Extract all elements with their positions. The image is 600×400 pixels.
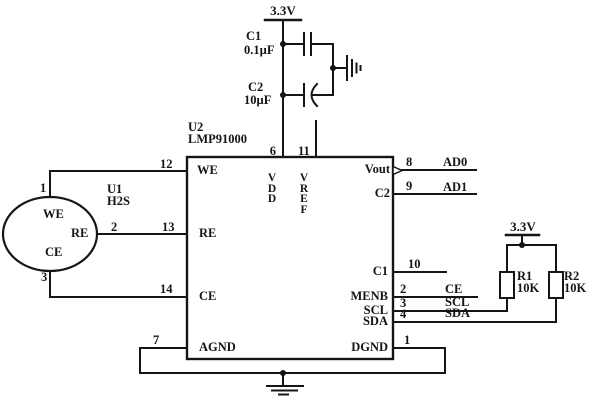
ic-part: LMP91000 [188, 132, 248, 146]
pin-label-scl: SCL [363, 303, 388, 317]
sensor-part: H2S [107, 194, 130, 208]
net-label-ce: CE [445, 282, 463, 296]
pin-num-8: 8 [406, 155, 413, 169]
pin-label-vdd: V D D [267, 172, 277, 205]
wire-agnd [139, 347, 188, 374]
net-label-ad1: AD1 [443, 180, 468, 194]
sensor-label-ce: CE [45, 245, 63, 259]
ic-body [185, 155, 395, 361]
sensor-label-re: RE [71, 226, 89, 240]
pin-num-2: 2 [400, 282, 407, 296]
sensor-ref: U1 [107, 182, 123, 196]
pin-num-3: 3 [400, 296, 407, 310]
pin-label-sda: SDA [362, 314, 388, 328]
sensor-pin-num-2: 2 [111, 220, 118, 234]
sensor-pin-num-3: 3 [41, 270, 48, 284]
resistor-r2-value: 10K [564, 281, 587, 295]
net-label-scl: SCL [445, 295, 470, 309]
pin-label-agnd: AGND [199, 340, 236, 354]
pin-num-7: 7 [153, 333, 160, 347]
pin-num-14: 14 [160, 282, 173, 296]
pin-label-vout: Vout [364, 162, 390, 176]
cap-c1-ref: C1 [246, 29, 262, 43]
cap-c2-ref: C2 [248, 80, 264, 94]
resistor-r2-body [548, 271, 564, 299]
wire-dgnd [392, 347, 446, 374]
junction-dots [280, 41, 525, 376]
resistor-r2-ref: R2 [564, 269, 580, 283]
pin-label-we: WE [197, 163, 218, 177]
pin-label-vref: V R E F [299, 172, 309, 216]
resistor-r1-ref: R1 [517, 269, 533, 283]
wire-we [49, 170, 188, 198]
power-label-right: 3.3V [510, 219, 536, 234]
pin-label-ce: CE [199, 289, 217, 303]
pin-num-11: 11 [298, 144, 310, 158]
pin-label-c1: C1 [372, 264, 388, 278]
pin-num-13: 13 [162, 220, 175, 234]
resistor-r1-value: 10K [517, 281, 540, 295]
ic-ref: U2 [188, 120, 204, 134]
wire-ce [49, 270, 188, 298]
pin-label-dgnd: DGND [351, 340, 388, 354]
pin-num-1: 1 [404, 333, 411, 347]
cap-c1-value: 0.1µF [244, 43, 275, 57]
ground-symbol-bottom [266, 372, 304, 396]
pin-label-menb: MENB [350, 289, 389, 303]
sensor-pin-num-1: 1 [40, 181, 47, 195]
resistor-r1-body [499, 271, 515, 299]
net-label-sda: SDA [445, 306, 471, 320]
power-label-top: 3.3V [270, 3, 296, 18]
sensor-label-we: WE [43, 207, 64, 221]
pin-num-10: 10 [408, 257, 421, 271]
pin8-output-marker [392, 165, 404, 176]
pin-label-re: RE [199, 226, 217, 240]
cap-c2-value: 10µF [244, 93, 272, 107]
pin-num-9: 9 [406, 179, 413, 193]
pin-num-6: 6 [269, 144, 276, 158]
net-label-ad0: AD0 [443, 155, 468, 169]
ground-symbol-right [346, 55, 362, 81]
pin-num-12: 12 [160, 157, 173, 171]
pin-num-4: 4 [400, 307, 407, 321]
pin-label-c2: C2 [374, 186, 390, 200]
